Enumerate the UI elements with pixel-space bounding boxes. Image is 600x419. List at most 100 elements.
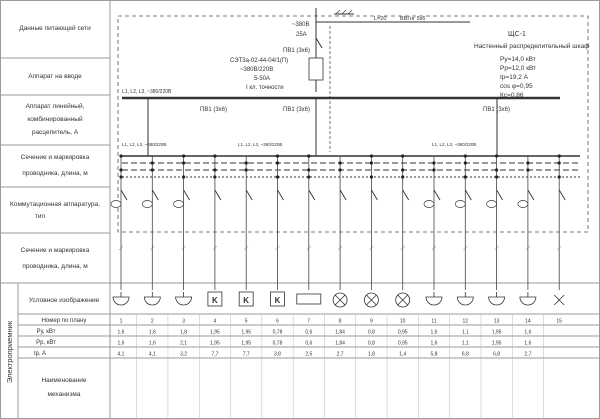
table-cell: 13 [494,319,500,325]
label-pu: Ру, кВт [37,329,56,335]
rcd-coil-icon [141,200,153,208]
label-plan-number: Номер по плану [42,318,87,324]
cable-tick [463,245,468,251]
bus-connection-dot [463,161,467,165]
table-cell: 3,2 [180,352,187,358]
param-pp: Рр=12,0 кВт [500,65,536,72]
table-cell: 6,8 [493,352,500,358]
bus-connection-dot [182,175,186,179]
table-cells: 11,61,64,121,61,64,131,82,13,241,951,957… [118,314,562,419]
rcd-coil-icon [173,200,184,208]
meter-line-3: 5-50А [254,76,270,82]
cable-tick [306,245,311,251]
cable-tick [212,245,218,251]
main-bus-label: L1, L2, L3, ~380/220В [122,89,172,95]
cable-box-letter: K [275,296,281,305]
group-bus-label-3: L1, L2, L3, ~380/220В [432,142,476,147]
cable-tick [369,245,374,251]
table-cell: 0,78 [273,330,283,336]
cable-tick [181,245,186,251]
table-cell: 6,8 [462,352,469,358]
meter-line-1: СЭТ3а-02-44-04/1(П) [230,58,288,64]
lamp-cross [366,294,377,306]
equipment-icon [296,293,322,305]
table-cell: 1,6 [118,341,125,347]
cable-tick [400,245,405,251]
bus-connection-dot [557,175,561,179]
cable-box-icon [238,291,254,307]
table-cell: 1,1 [462,330,469,336]
bus-connection-dot [307,154,311,158]
label-section-1a: Сечение и маркировка [21,154,90,161]
bus-connection-dot [275,161,280,165]
label-name-2: механизма [47,391,80,398]
bus-connection-dot [432,161,436,165]
table-cell: 2,5 [305,352,312,358]
table-cell: 15 [556,319,562,325]
rcd-coil-icon [517,200,529,208]
table-cell: 1,1 [462,341,469,347]
bus-connection-dot [369,154,373,158]
table-cell: 0,78 [273,341,283,347]
table-cell: 1,6 [431,330,438,336]
breaker-contact [151,189,159,201]
table-cell: 1,6 [149,341,156,347]
cable-box-letter: K [243,296,249,305]
socket-icon [425,296,443,306]
cabinet-frame [117,15,589,233]
table-cell: 2,1 [180,341,187,347]
cable-tick [525,245,531,251]
cable-tick [337,245,343,251]
bus-connection-dot [213,154,217,158]
label-receiver-vertical: Электроприемник [5,320,14,383]
label-section-2a: Сечение и маркировка [21,247,90,254]
table-cell: 1,95 [210,330,220,336]
table-cell: 2,7 [524,352,531,358]
table-cell: 1,95 [492,330,502,336]
label-ip: Ip, A [34,351,46,357]
cable-tick [494,245,499,251]
table-cell: 0,6 [305,341,312,347]
table-cell: 5 [245,319,248,325]
table-cell: 1,8 [180,330,187,336]
bus-connection-dot [495,175,499,179]
socket-icon [143,296,161,306]
breaker-contact [245,189,253,201]
bus-connection-dot [275,154,280,158]
table-cell: 0,95 [398,341,408,347]
label-input-device: Аппарат на вводе [28,73,82,80]
table-cell: 9 [370,319,373,325]
bus-connection-dot [557,154,561,158]
bus-connection-dot [557,161,561,165]
meter-line-2: ~380В/220В [240,67,273,73]
table-cell: 1,4 [399,352,406,358]
label-line-device-2: комбинированный [27,115,83,123]
bus-connection-dot [369,161,373,165]
cable-tick [275,245,280,251]
input-breaker-contact [315,37,323,49]
bus-connection-dot [119,154,123,158]
bus-connection-dot [150,168,154,172]
table-cell: 6 [276,319,279,325]
table-cell: 1,6 [431,341,438,347]
breaker-contact [464,189,472,201]
label-switching-2: тип [35,213,46,220]
bus-connection-dot [182,161,186,165]
meter-line-4: I кл. точности [246,85,284,91]
cable-box-icon [270,291,285,307]
label-section-1b: проводника, длина, м [22,170,88,177]
table-cell: 1,6 [524,330,531,336]
bus-connection-dot [495,168,499,172]
table-cell: 2,7 [337,352,344,358]
label-pp: Рр, кВт [36,340,56,346]
table-cell: 7,7 [243,352,250,358]
bus-connection-dot [526,161,530,165]
table-cell: 0,8 [368,330,375,336]
table-cell: 0,95 [398,330,408,336]
table-cell: 11 [431,319,436,325]
socket-icon [175,296,193,306]
bus-connection-dot [182,154,186,158]
